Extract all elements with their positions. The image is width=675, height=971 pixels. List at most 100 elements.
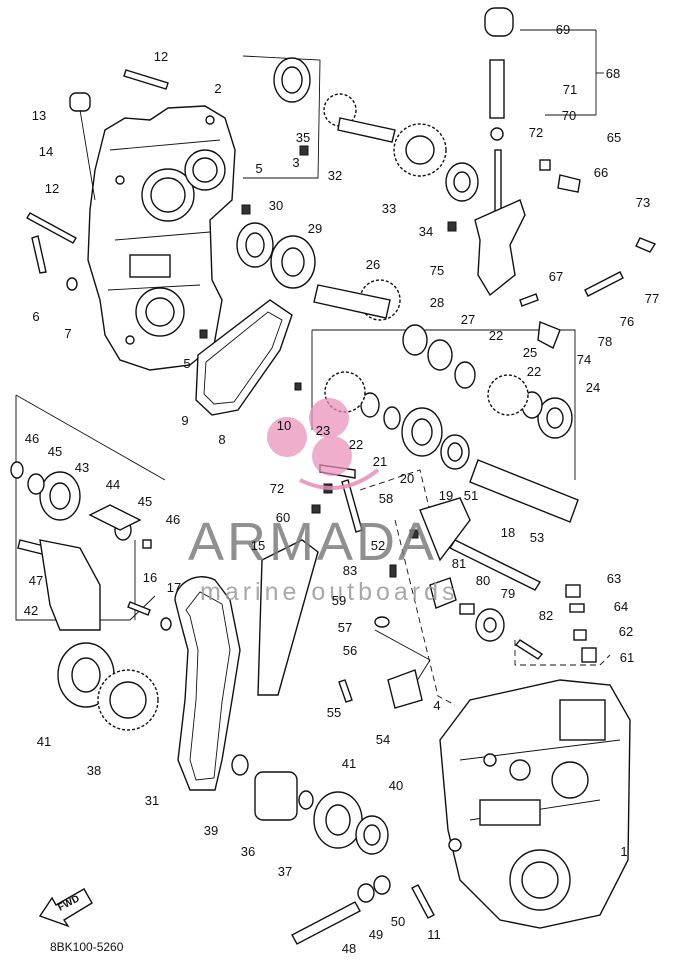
- callout-46: 46: [166, 512, 180, 527]
- callout-44: 44: [106, 477, 120, 492]
- callout-50: 50: [391, 914, 405, 929]
- callout-40: 40: [389, 778, 403, 793]
- callout-19: 19: [439, 488, 453, 503]
- callout-63: 63: [607, 571, 621, 586]
- callout-51: 51: [464, 488, 478, 503]
- callout-60: 60: [276, 510, 290, 525]
- callout-5: 5: [255, 161, 262, 176]
- callout-71: 71: [563, 82, 577, 97]
- callout-68: 68: [606, 66, 620, 81]
- callout-83: 83: [343, 563, 357, 578]
- callout-79: 79: [501, 586, 515, 601]
- callout-69: 69: [556, 22, 570, 37]
- callout-28: 28: [430, 295, 444, 310]
- gear-case-housing: [87, 105, 236, 371]
- callout-64: 64: [614, 599, 628, 614]
- callout-32: 32: [328, 168, 342, 183]
- callout-72: 72: [270, 481, 284, 496]
- callout-20: 20: [400, 471, 414, 486]
- callout-55: 55: [327, 705, 341, 720]
- callout-38: 38: [87, 763, 101, 778]
- callout-42: 42: [24, 603, 38, 618]
- callout-4: 4: [433, 698, 440, 713]
- callout-13: 13: [32, 108, 46, 123]
- callout-22: 22: [489, 328, 503, 343]
- callout-18: 18: [501, 525, 515, 540]
- callout-47: 47: [29, 573, 43, 588]
- callout-43: 43: [75, 460, 89, 475]
- callout-62: 62: [619, 624, 633, 639]
- callout-45: 45: [138, 494, 152, 509]
- callout-59: 59: [332, 593, 346, 608]
- callout-22: 22: [349, 437, 363, 452]
- callout-14: 14: [39, 144, 53, 159]
- callout-70: 70: [562, 108, 576, 123]
- callout-56: 56: [343, 643, 357, 658]
- callout-3: 3: [292, 155, 299, 170]
- callout-45: 45: [48, 444, 62, 459]
- callout-54: 54: [376, 732, 390, 747]
- gasket: [195, 299, 293, 416]
- callout-10: 10: [277, 418, 291, 433]
- callout-2: 2: [214, 81, 221, 96]
- watermark-logo-icon: [267, 398, 380, 490]
- callout-37: 37: [278, 864, 292, 879]
- callout-53: 53: [530, 530, 544, 545]
- callout-34: 34: [419, 224, 433, 239]
- callout-25: 25: [523, 345, 537, 360]
- callout-12: 12: [45, 181, 59, 196]
- callout-27: 27: [461, 312, 475, 327]
- callout-41: 41: [37, 734, 51, 749]
- callout-57: 57: [338, 620, 352, 635]
- callout-15: 15: [251, 538, 265, 553]
- callout-52: 52: [371, 538, 385, 553]
- callout-81: 81: [452, 556, 466, 571]
- callout-17: 17: [167, 580, 181, 595]
- callout-36: 36: [241, 844, 255, 859]
- callout-31: 31: [145, 793, 159, 808]
- callout-82: 82: [539, 608, 553, 623]
- callout-12: 12: [154, 49, 168, 64]
- transmission-housing: [439, 679, 631, 929]
- gears: [97, 93, 529, 821]
- callout-76: 76: [620, 314, 634, 329]
- callout-75: 75: [430, 263, 444, 278]
- callout-48: 48: [342, 941, 356, 956]
- shift-linkage: [39, 174, 657, 709]
- callout-21: 21: [373, 454, 387, 469]
- callout-1: 1: [620, 844, 627, 859]
- callout-80: 80: [476, 573, 490, 588]
- callout-23: 23: [316, 423, 330, 438]
- diagram-code: 8BK100-5260: [50, 940, 124, 954]
- callout-58: 58: [379, 491, 393, 506]
- callout-8: 8: [218, 432, 225, 447]
- drive-chain: [174, 576, 241, 791]
- callout-24: 24: [586, 380, 600, 395]
- callout-6: 6: [32, 309, 39, 324]
- callout-74: 74: [577, 352, 591, 367]
- callout-49: 49: [369, 927, 383, 942]
- callout-16: 16: [143, 570, 157, 585]
- callout-5: 5: [183, 356, 190, 371]
- callout-65: 65: [607, 130, 621, 145]
- callout-11: 11: [427, 927, 441, 942]
- callout-77: 77: [645, 291, 659, 306]
- watermark-tagline: marine outboards: [200, 578, 459, 606]
- fwd-arrow-icon: FWD: [38, 888, 93, 928]
- callout-39: 39: [204, 823, 218, 838]
- callout-29: 29: [308, 221, 322, 236]
- callout-72: 72: [529, 125, 543, 140]
- callout-33: 33: [382, 201, 396, 216]
- callout-61: 61: [620, 650, 634, 665]
- callout-9: 9: [181, 413, 188, 428]
- callout-67: 67: [549, 269, 563, 284]
- callout-66: 66: [594, 165, 608, 180]
- bearings: [39, 57, 573, 855]
- callout-35: 35: [296, 130, 310, 145]
- callout-30: 30: [269, 198, 283, 213]
- callout-46: 46: [25, 431, 39, 446]
- callout-26: 26: [366, 257, 380, 272]
